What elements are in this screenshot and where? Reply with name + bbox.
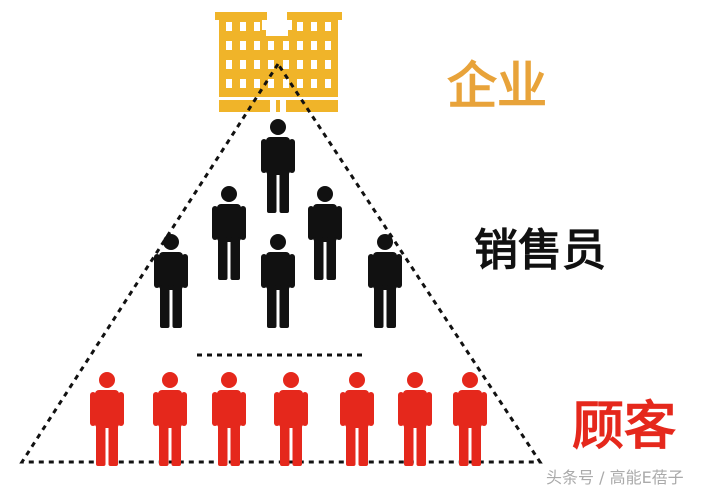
person-icon (90, 372, 124, 466)
person-icon (453, 372, 487, 466)
customers-label: 顾客 (572, 397, 677, 457)
salespeople-group (154, 119, 402, 328)
person-icon (212, 372, 246, 466)
enterprise-label: 企业 (447, 57, 547, 115)
person-icon (212, 186, 246, 280)
customers-group (90, 372, 487, 466)
person-icon (274, 372, 308, 466)
person-icon (398, 372, 432, 466)
person-icon (261, 234, 295, 328)
person-icon (154, 234, 188, 328)
salespeople-label: 销售员 (474, 225, 606, 276)
person-icon (368, 234, 402, 328)
person-icon (308, 186, 342, 280)
person-icon (153, 372, 187, 466)
watermark: 头条号 / 高能E蓓子 (546, 468, 684, 487)
building-icon (215, 12, 342, 112)
person-icon (340, 372, 374, 466)
person-icon (261, 119, 295, 213)
